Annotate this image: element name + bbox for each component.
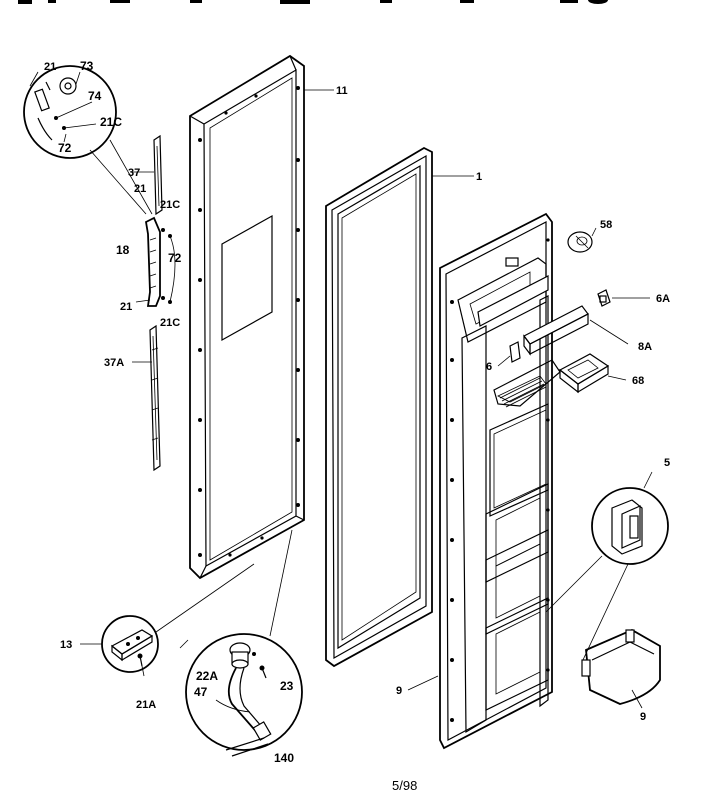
part-13-detail-circle	[101, 615, 159, 677]
cropped-header-marks	[18, 0, 608, 4]
leader-lines	[132, 89, 474, 691]
label-5: 5	[664, 457, 670, 469]
hinge-assembly	[145, 134, 176, 472]
door-gasket	[325, 146, 433, 668]
label-73: 73	[80, 59, 94, 73]
label-9-left: 9	[396, 685, 402, 697]
label-21a: 21A	[136, 699, 156, 711]
label-21c-mid: 21C	[160, 199, 180, 211]
label-21c-top: 21C	[100, 115, 122, 129]
part-6-bracket	[497, 341, 521, 367]
label-1: 1	[476, 171, 482, 183]
label-21-low: 21	[120, 301, 132, 313]
label-18: 18	[116, 243, 130, 257]
part-68-dispenser-tray	[558, 353, 627, 394]
label-8a: 8A	[638, 341, 652, 353]
footer-date-code: 5/98	[392, 778, 417, 793]
door-bin	[581, 628, 661, 709]
label-74: 74	[88, 89, 102, 103]
label-72-mid: 72	[168, 251, 182, 265]
part-5-detail-circle	[591, 471, 669, 565]
label-6a: 6A	[656, 293, 670, 305]
outer-door-panel	[189, 54, 305, 580]
label-140: 140	[274, 751, 294, 765]
label-58: 58	[600, 219, 612, 231]
inner-door-liner	[439, 212, 561, 750]
label-37a: 37A	[104, 357, 124, 369]
label-22a: 22A	[196, 669, 218, 683]
label-6: 6	[486, 361, 492, 373]
label-37: 37	[128, 167, 140, 179]
label-21c-low: 21C	[160, 317, 180, 329]
label-68: 68	[632, 375, 644, 387]
hinge-detail-circle	[23, 65, 117, 159]
label-11: 11	[336, 85, 348, 97]
label-13: 13	[60, 639, 72, 651]
part-labels: 21 73 74 21C 72 37 21 21C 18 72 21 21C 3…	[44, 59, 670, 765]
part-58-cap	[567, 227, 597, 253]
label-9-right: 9	[640, 711, 646, 723]
wiring-detail-circle	[185, 633, 303, 757]
label-47: 47	[194, 685, 208, 699]
part-8a-rail	[523, 305, 629, 356]
part-6a-clip	[597, 289, 650, 307]
label-21-mid: 21	[134, 183, 146, 195]
label-21-top: 21	[44, 61, 56, 73]
label-23: 23	[280, 679, 294, 693]
label-72-top: 72	[58, 141, 72, 155]
